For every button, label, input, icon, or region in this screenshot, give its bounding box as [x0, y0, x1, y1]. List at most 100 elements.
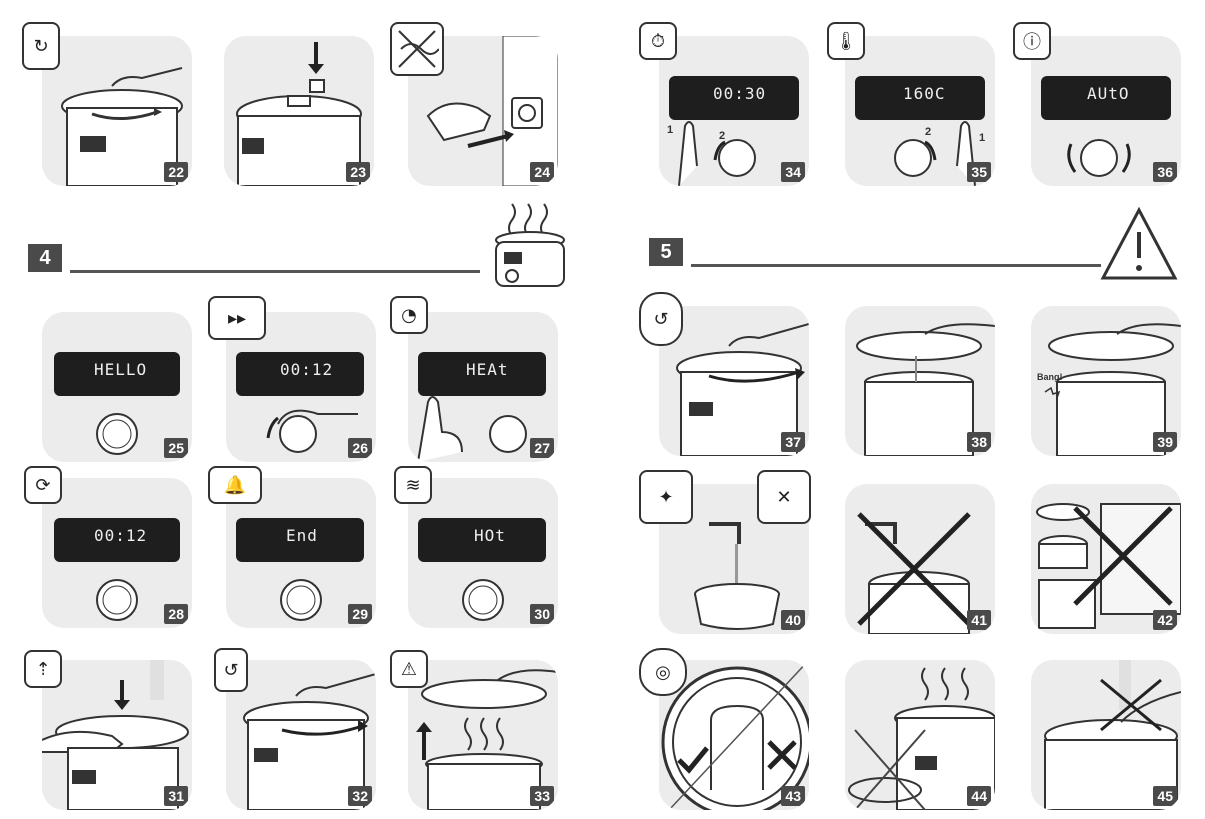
step-number: 25	[164, 438, 188, 458]
panel-37: 37	[659, 306, 809, 456]
no-wash-base-illustration	[857, 512, 971, 634]
section-4-number: 4	[28, 244, 62, 272]
control-display: HOt	[418, 518, 546, 562]
panel-31: 31	[42, 660, 192, 810]
control-display: 00:12	[54, 518, 180, 562]
step-number: 39	[1153, 432, 1177, 452]
step-number: 41	[967, 610, 991, 630]
step-number: 22	[164, 162, 188, 182]
hot-surface-warning-icon: ⚠	[390, 650, 428, 688]
panel-45: 45	[1031, 660, 1181, 810]
step-number: 29	[348, 604, 372, 624]
panel-39: Bang! 39	[1031, 306, 1181, 456]
step-number: 44	[967, 786, 991, 806]
step-number: 36	[1153, 162, 1177, 182]
info-icon: ⓘ	[1013, 22, 1051, 60]
bell-alarm-icon: 🔔	[208, 466, 262, 504]
step-number: 38	[967, 432, 991, 452]
step-number: 31	[164, 786, 188, 806]
sealing-ring-icon: ◎	[639, 648, 687, 696]
control-display: 00:12	[236, 352, 364, 396]
step-number: 24	[530, 162, 554, 182]
panel-30: HOt 30	[408, 478, 558, 628]
display-readout: HEAt	[466, 360, 509, 379]
panel-27: HEAt 27	[408, 312, 558, 462]
control-display: End	[236, 518, 364, 562]
keep-warm-icon: ≋	[394, 466, 432, 504]
rotate-lid-icon: ↺	[639, 292, 683, 346]
control-display: 00:30	[669, 76, 799, 120]
display-readout: End	[286, 526, 318, 545]
right-page: 00:30 1 2 34 ⏱ 160C 1 2 35 🌡 AUtO 36 ⓘ 5	[603, 0, 1205, 819]
left-page: 22 ↻ 23 24 4	[0, 0, 602, 819]
step-number: 43	[781, 786, 805, 806]
panel-43: 43	[659, 660, 809, 810]
step-number: 34	[781, 162, 805, 182]
step-number: 40	[781, 610, 805, 630]
display-readout: 00:30	[713, 84, 767, 103]
timer-icon: ⏱	[639, 22, 677, 60]
steam-release-illustration	[42, 660, 189, 810]
lid-bang-illustration	[1044, 323, 1181, 456]
step-digit-2: 2	[925, 126, 932, 138]
step-digit-1: 1	[979, 132, 986, 144]
thermometer-timer-icon: ◔	[390, 296, 428, 334]
no-scourer-icon: ✕	[757, 470, 811, 524]
panel-34: 00:30 1 2 34	[659, 36, 809, 186]
step-number: 28	[164, 604, 188, 624]
lid-alignment-illustration	[856, 323, 995, 456]
plug-in-illustration	[426, 36, 558, 186]
display-readout: 160C	[903, 84, 946, 103]
valve-insert-illustration	[236, 42, 362, 186]
display-readout: 00:12	[280, 360, 334, 379]
control-display: AUtO	[1041, 76, 1171, 120]
step-digit-2: 2	[719, 130, 726, 142]
thermometer-icon: 🌡	[827, 22, 865, 60]
step-number: 23	[346, 162, 370, 182]
panel-38: 38	[845, 306, 995, 456]
lid-closing-illustration	[676, 323, 809, 456]
lid-closing-illustration	[61, 67, 183, 186]
step-number: 32	[348, 786, 372, 806]
step-number: 33	[530, 786, 554, 806]
bang-label: Bang!	[1037, 372, 1063, 382]
panel-28: 00:12 28	[42, 478, 192, 628]
panel-44: 44	[845, 660, 995, 810]
rotate-lid-icon: ↺	[214, 648, 248, 692]
step-number: 30	[530, 604, 554, 624]
sealing-ring-illustration	[661, 660, 809, 810]
cooking-steps-icon: ▸▸	[208, 296, 266, 340]
panel-36: AUtO 36	[1031, 36, 1181, 186]
panel-41: 41	[845, 484, 995, 634]
no-plug-icon	[390, 22, 444, 76]
wash-bowl-illustration	[694, 522, 780, 630]
cooking-progress-icon: ⟳	[24, 466, 62, 504]
control-display: 160C	[855, 76, 985, 120]
panel-22: 22	[42, 36, 192, 186]
panel-29: End 29	[226, 478, 376, 628]
step-number: 37	[781, 432, 805, 452]
display-readout: HOt	[474, 526, 506, 545]
display-readout: HELLO	[94, 360, 148, 379]
control-display: HEAt	[418, 352, 546, 396]
step-number: 26	[348, 438, 372, 458]
sponge-icon: ✦	[639, 470, 693, 524]
panel-33: 33	[408, 660, 558, 810]
lid-opening-illustration	[243, 673, 376, 810]
panel-42: 42	[1031, 484, 1181, 634]
steaming-cooker-illustration	[495, 203, 565, 287]
lift-lid-illustration	[416, 669, 558, 810]
step-number: 42	[1153, 610, 1177, 630]
step-digit-1: 1	[667, 124, 674, 136]
rotate-lid-icon: ↻	[22, 22, 60, 70]
panel-23: 23	[224, 36, 374, 186]
warning-triangle-icon	[1100, 206, 1178, 280]
no-touch-valve-illustration	[1044, 660, 1181, 810]
display-readout: 00:12	[94, 526, 148, 545]
step-number: 27	[530, 438, 554, 458]
section-5-number: 5	[649, 238, 683, 266]
step-number: 45	[1153, 786, 1177, 806]
panel-35: 160C 1 2 35	[845, 36, 995, 186]
no-dishwasher-illustration	[1036, 503, 1181, 629]
steam-release-icon: ⇡	[24, 650, 62, 688]
